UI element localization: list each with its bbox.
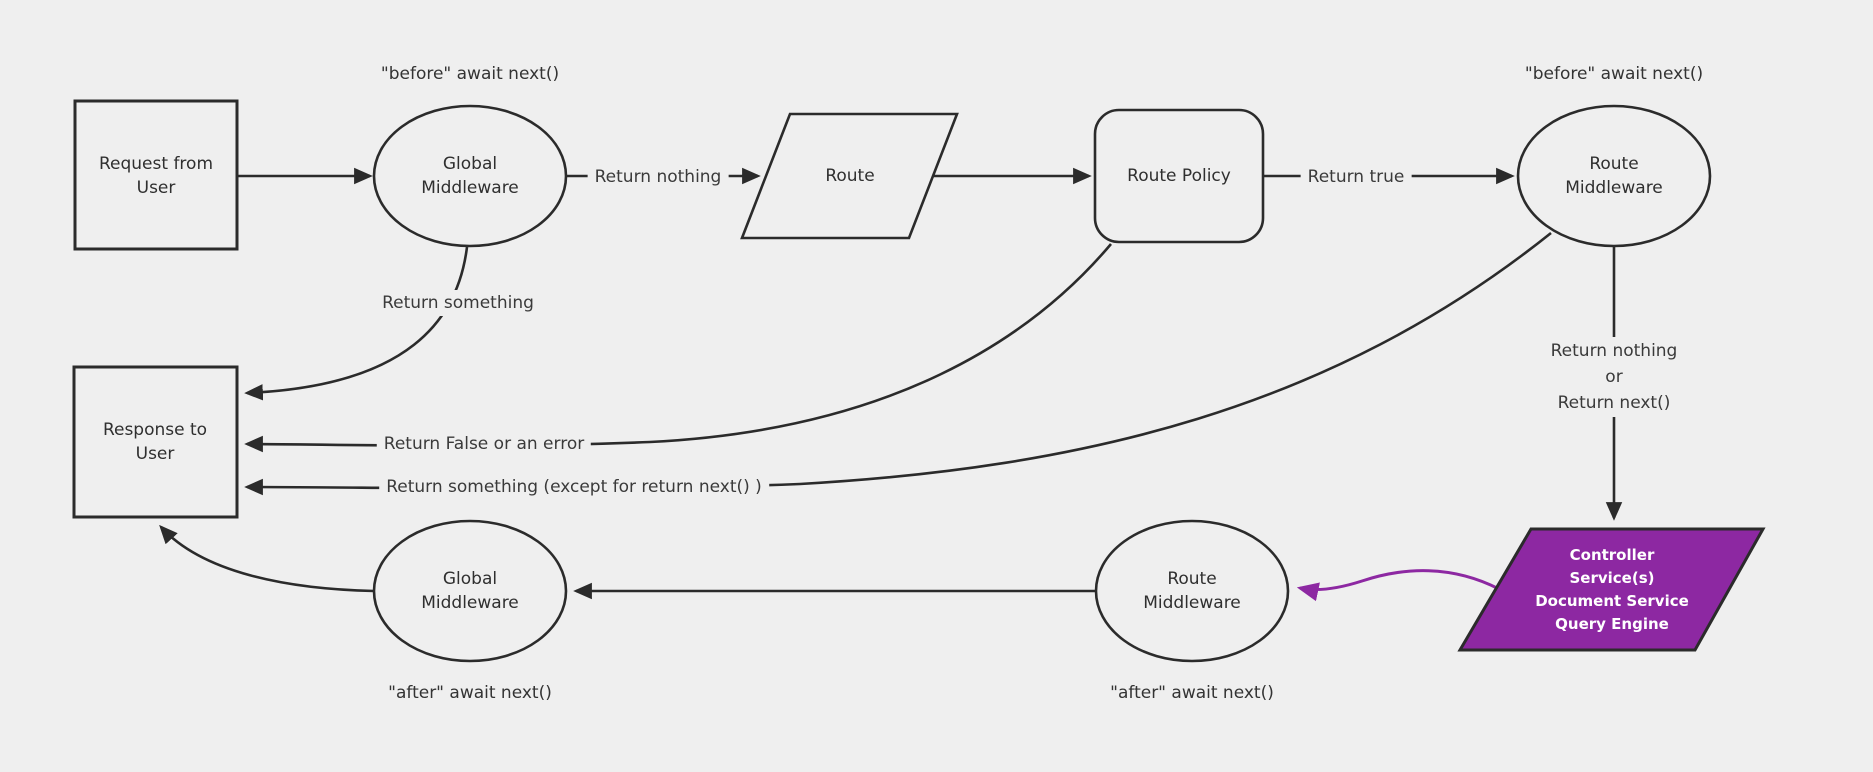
return-nothing-edge-label: Return nothing	[587, 164, 729, 190]
route-policy-label: Route Policy	[1127, 166, 1231, 186]
return-something-edge-label: Return something	[375, 290, 541, 316]
global-middleware-bottom-node	[372, 519, 568, 663]
edge-return-false-to-response	[244, 243, 1112, 453]
edge-controller-to-route-middleware-bottom	[1296, 569, 1500, 602]
global-middleware-top-node	[372, 104, 568, 248]
route-policy-node	[1093, 108, 1265, 244]
request-node	[73, 99, 239, 251]
return-false-edge-label: Return False or an error	[376, 431, 592, 457]
edge-global-middleware-bottom-to-response	[159, 524, 375, 593]
route-middleware-top-node	[1516, 104, 1712, 248]
global-middleware-top-label: Global Middleware	[421, 154, 519, 198]
controller-node	[1457, 527, 1766, 652]
route-node	[740, 112, 959, 240]
route-middleware-top-label: Route Middleware	[1565, 154, 1663, 198]
route-middleware-bottom-label: Route Middleware	[1143, 569, 1241, 613]
before-await-next-global-annotation: "before" await next()	[380, 64, 560, 84]
edge-return-something-to-response	[244, 246, 469, 401]
global-middleware-bottom-label: Global Middleware	[421, 569, 519, 613]
after-await-next-global-annotation: "after" await next()	[388, 683, 552, 703]
request-node-label: Request from User	[98, 154, 214, 198]
route-node-label: Route	[825, 166, 875, 186]
route-middleware-bottom-node	[1094, 519, 1290, 663]
controller-node-label: Controller Service(s) Document Service Q…	[1535, 546, 1689, 633]
before-await-next-route-annotation: "before" await next()	[1524, 64, 1704, 84]
return-something-except-edge-label: Return something (except for return next…	[379, 474, 769, 500]
return-nothing-or-next-edge-label: Return nothing or Return next()	[1543, 337, 1685, 417]
return-true-edge-label: Return true	[1300, 164, 1412, 190]
after-await-next-route-annotation: "after" await next()	[1110, 683, 1274, 703]
response-node-label: Response to User	[102, 420, 208, 464]
response-node	[72, 365, 239, 519]
